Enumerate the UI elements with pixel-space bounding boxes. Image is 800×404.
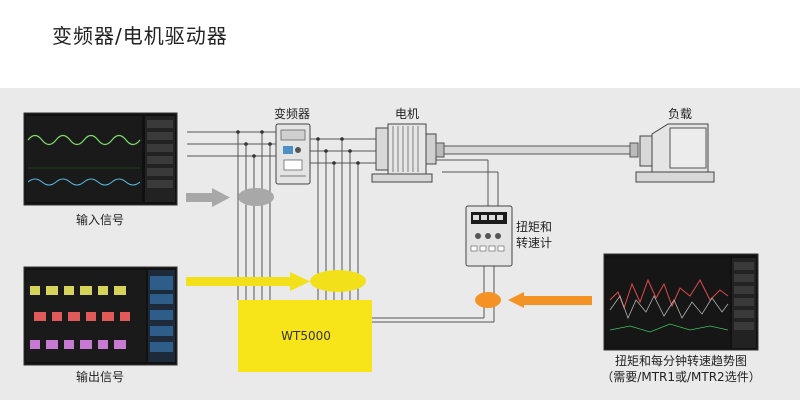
trend-label-2: （需要/MTR1或/MTR2选件） <box>601 370 760 384</box>
motor-label: 电机 <box>395 107 419 121</box>
torque-arrow <box>475 292 592 308</box>
system-diagram: 输入信号 输出信号 WT5000 变频器 <box>23 106 761 384</box>
input-signal-screen <box>23 112 178 206</box>
inverter-label: 变频器 <box>274 106 310 121</box>
oscilloscope-pwm-icon <box>30 286 130 349</box>
page-title: 变频器/电机驱动器 <box>52 24 228 48</box>
inverter-device-icon <box>275 123 311 185</box>
junction-dots <box>236 130 360 165</box>
diagram-panel: 输入信号 输出信号 WT5000 变频器 <box>0 88 800 400</box>
output-signal-screen <box>23 266 178 366</box>
trend-label-1: 扭矩和每分钟转速趋势图 <box>615 353 747 368</box>
torque-meter-icon <box>465 205 513 267</box>
wt5000-label: WT5000 <box>281 329 331 343</box>
load-label: 负载 <box>668 107 692 121</box>
trend-chart-icon <box>609 278 729 333</box>
trend-screen <box>603 253 759 351</box>
output-arrow <box>186 270 366 292</box>
motor-icon <box>371 123 437 183</box>
wt5000-analyzer <box>238 300 372 372</box>
torque-meter-label-1: 扭矩和 <box>516 220 552 234</box>
input-signal-label: 输入信号 <box>76 212 124 227</box>
input-arrow <box>186 188 274 207</box>
oscilloscope-sine-icon <box>27 134 141 186</box>
torque-meter-label-2: 转速计 <box>516 235 552 250</box>
drive-shaft <box>435 142 639 158</box>
load-motor-icon <box>635 123 715 183</box>
output-signal-label: 输出信号 <box>76 369 124 384</box>
wiring <box>187 131 499 323</box>
